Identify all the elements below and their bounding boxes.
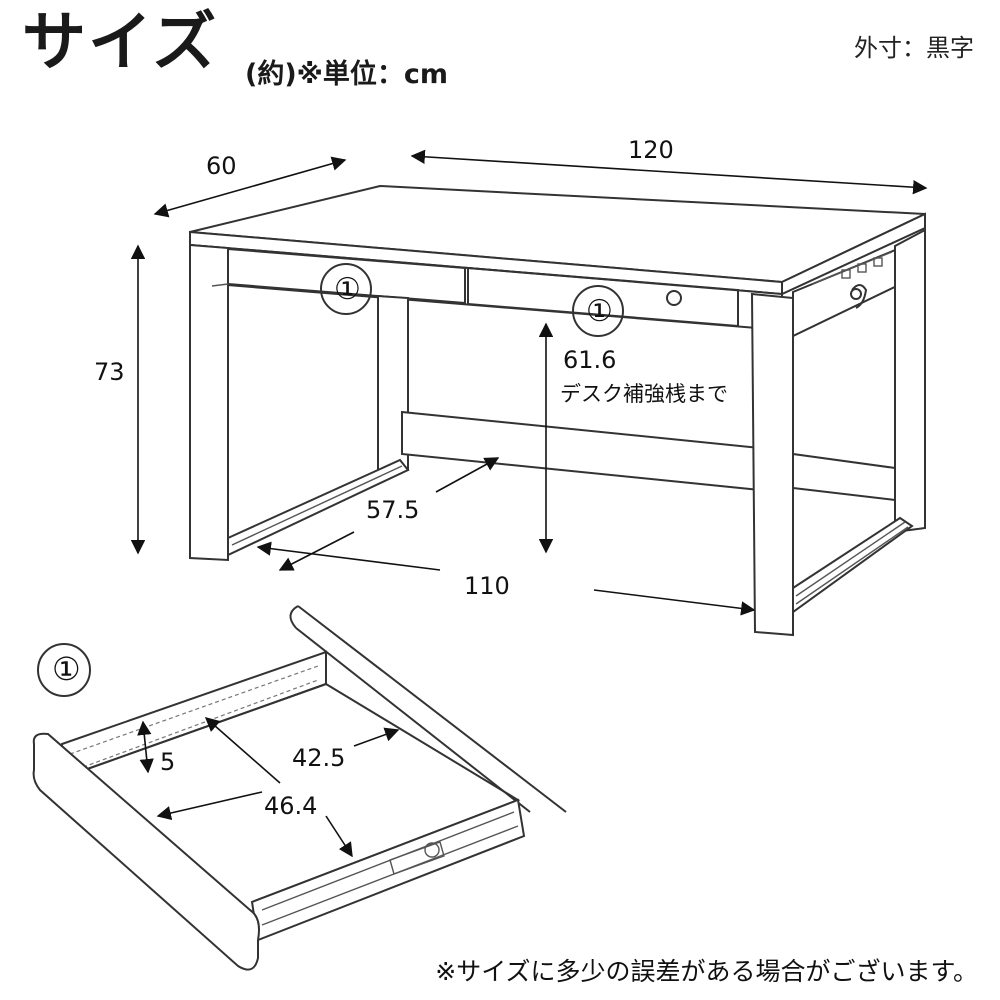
tolerance-note: ※サイズに多少の誤差がある場合がございます。 — [435, 957, 978, 986]
desk-depth-label: 60 — [206, 152, 237, 180]
drawer-callout-left-label: ① — [334, 272, 361, 307]
knee-height-label: 61.6 — [563, 346, 617, 374]
legend-note: 外寸：黒字 — [854, 34, 974, 62]
drawer-detail-callout-label: ① — [52, 650, 81, 688]
drawer-detail-outline — [32, 605, 567, 971]
desk-width-label: 120 — [628, 136, 674, 164]
inner-width-label: 110 — [464, 572, 510, 600]
drawer-height-label: 5 — [160, 748, 176, 776]
desk-dimension-lines — [130, 149, 928, 616]
unit-note: (約)※単位：cm — [245, 59, 449, 90]
desk-outline — [189, 184, 926, 637]
desk-height-label: 73 — [94, 358, 125, 386]
drawer-callout-left — [320, 263, 372, 315]
page-title: サイズ — [22, 6, 219, 80]
knee-height-note: デスク補強桟まで — [560, 382, 728, 406]
drawer-width-label: 46.4 — [264, 792, 318, 820]
drawer-depth-label: 42.5 — [292, 744, 346, 772]
drawer-callout-right-label: ① — [586, 294, 613, 329]
drawer-detail-callout — [37, 643, 91, 697]
drawer-dimension-lines — [137, 717, 400, 858]
drawer-callout-right — [572, 285, 624, 337]
inner-depth-label: 57.5 — [366, 496, 420, 524]
